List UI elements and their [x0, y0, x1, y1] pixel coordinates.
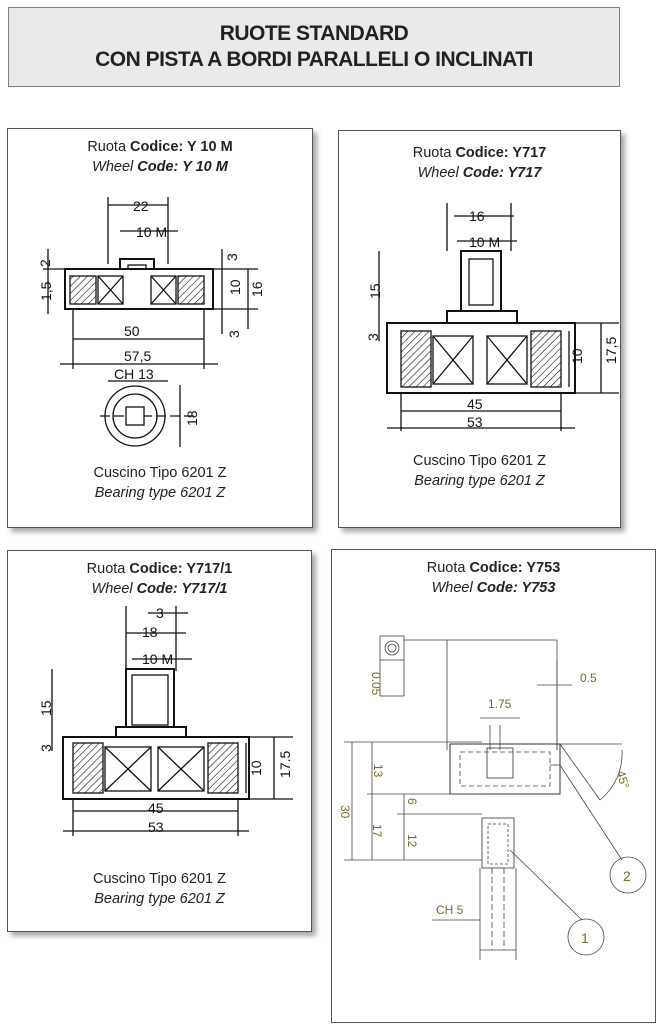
dim-12: 12 [405, 834, 419, 848]
card-title-it: Ruota Codice: Y 10 M [87, 139, 233, 155]
wheel-card-y753: Ruota Codice: Y753 Wheel Code: Y753 0.05… [331, 549, 656, 1023]
dim-top-3: 3 [156, 605, 164, 621]
dim-15: 15 [38, 700, 54, 716]
dim-18: 18 [142, 624, 158, 640]
dim-10m: 10 M [136, 224, 167, 240]
dim-ch5: CH 5 [436, 903, 464, 917]
dim-3: 3 [38, 744, 54, 752]
header-line-1: RUOTE STANDARD [219, 22, 409, 45]
dim-45: 45 [467, 396, 483, 412]
dim-57-5: 57,5 [124, 348, 151, 364]
dim-53: 53 [467, 414, 483, 430]
bearing-en: Bearing type 6201 Z [414, 473, 545, 489]
dim-0-5: 0.5 [580, 671, 597, 685]
card-title-en: Wheel Code: Y 10 M [92, 159, 228, 175]
wheel-card-y717-1: Ruota Codice: Y717/1 Wheel Code: Y717/1 … [7, 550, 312, 932]
dim-45-deg: 45° [614, 769, 632, 790]
dim-10: 10 [569, 348, 585, 364]
bearing-en: Bearing type 6201 Z [94, 485, 226, 501]
dim-ch13: CH 13 [114, 366, 154, 382]
card-title-it: Ruota Codice: Y717/1 [86, 561, 233, 577]
dim-3: 3 [365, 333, 381, 341]
dim-10: 10 [248, 760, 264, 776]
dim-3-bottom: 3 [226, 330, 242, 338]
dim-1-75: 1.75 [488, 697, 512, 711]
dim-10m: 10 M [469, 234, 500, 250]
card-title-it: Ruota Codice: Y717 [412, 145, 547, 161]
dim-16: 16 [249, 281, 265, 297]
dim-3-top: 3 [224, 253, 240, 261]
wheel-card-y10m: Ruota Codice: Y 10 M Wheel Code: Y 10 M … [7, 128, 313, 528]
dim-30: 30 [338, 805, 352, 819]
card-title-en: Wheel Code: Y717 [417, 165, 542, 181]
header-line-2: CON PISTA A BORDI PARALLELI O INCLINATI [95, 48, 533, 71]
wheel-drawing-y753: 0.05 0.5 1.75 45° 30 13 17 6 12 [338, 635, 647, 960]
dim-1-5: 1,5 [38, 281, 54, 301]
dim-17-5: 17.5 [277, 751, 293, 778]
page-header: RUOTE STANDARD CON PISTA A BORDI PARALLE… [8, 7, 620, 87]
wheel-drawing-y10m: 22 10 M 3 10 16 3 2 1,5 50 57,5 CH [37, 197, 265, 447]
bearing-it: Cuscino Tipo 6201 Z [413, 453, 546, 469]
card-title-en: Wheel Code: Y717/1 [91, 581, 228, 597]
dim-17-5: 17,5 [603, 337, 619, 364]
dim-13: 13 [371, 764, 385, 778]
dim-45: 45 [148, 800, 164, 816]
callout-1: 1 [581, 930, 589, 946]
card-title-it: Ruota Codice: Y753 [426, 560, 561, 576]
wheel-drawing-y717-1: 3 18 10 M 15 3 10 17.5 45 53 [38, 605, 293, 836]
dim-53: 53 [148, 819, 164, 835]
dim-50: 50 [124, 323, 140, 339]
dim-18: 18 [184, 410, 200, 426]
bearing-en: Bearing type 6201 Z [94, 891, 225, 907]
dim-6: 6 [405, 798, 419, 805]
dim-2: 2 [37, 259, 53, 267]
callout-2: 2 [623, 868, 631, 884]
dim-15: 15 [367, 283, 383, 299]
dim-10: 10 [227, 279, 243, 295]
wheel-drawing-y717: 16 10 M 15 3 10 17,5 45 53 [365, 203, 619, 431]
card-title-en: Wheel Code: Y753 [431, 580, 556, 596]
dim-tolerance: 0.05 [369, 672, 383, 696]
dim-16: 16 [469, 208, 485, 224]
bearing-it: Cuscino Tipo 6201 Z [93, 465, 227, 481]
dim-17: 17 [370, 824, 384, 838]
bearing-it: Cuscino Tipo 6201 Z [93, 871, 226, 887]
wheel-card-y717: Ruota Codice: Y717 Wheel Code: Y717 16 1… [338, 130, 621, 528]
dim-10m: 10 M [142, 651, 173, 667]
dim-22: 22 [133, 198, 149, 214]
